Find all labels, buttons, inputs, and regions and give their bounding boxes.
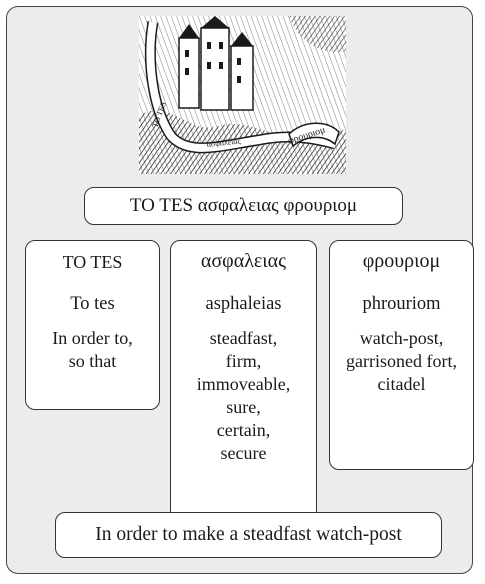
word-transliteration: phrouriom xyxy=(362,294,441,314)
word-transliteration: asphaleias xyxy=(205,294,282,314)
word-box-to-tes: TO TES To tes In order to, so that xyxy=(25,240,160,410)
word-heading: TO TES xyxy=(62,252,123,272)
word-heading: φρουριομ xyxy=(362,250,441,272)
greek-phrase-box: TO TES ασφαλειας φρουριομ xyxy=(84,187,403,225)
word-box-phrouriom: φρουριομ phrouriom watch-post, garrisone… xyxy=(329,240,474,470)
english-translation-box: In order to make a steadfast watch-post xyxy=(55,512,442,558)
word-meaning: In order to, so that xyxy=(52,328,133,371)
word-heading: ασφαλειας xyxy=(200,250,287,272)
citadel-emblem-image: TO TES ασφαλειας φρουριομ xyxy=(139,16,346,174)
word-box-asphaleias: ασφαλειας asphaleias steadfast, firm, im… xyxy=(170,240,317,558)
word-meaning: steadfast, firm, immoveable, sure, certa… xyxy=(196,328,291,463)
word-transliteration: To tes xyxy=(70,294,115,314)
scroll-text-asphaleias: ασφαλειας xyxy=(206,136,242,149)
word-meaning: watch-post, garrisoned fort, citadel xyxy=(346,328,457,394)
